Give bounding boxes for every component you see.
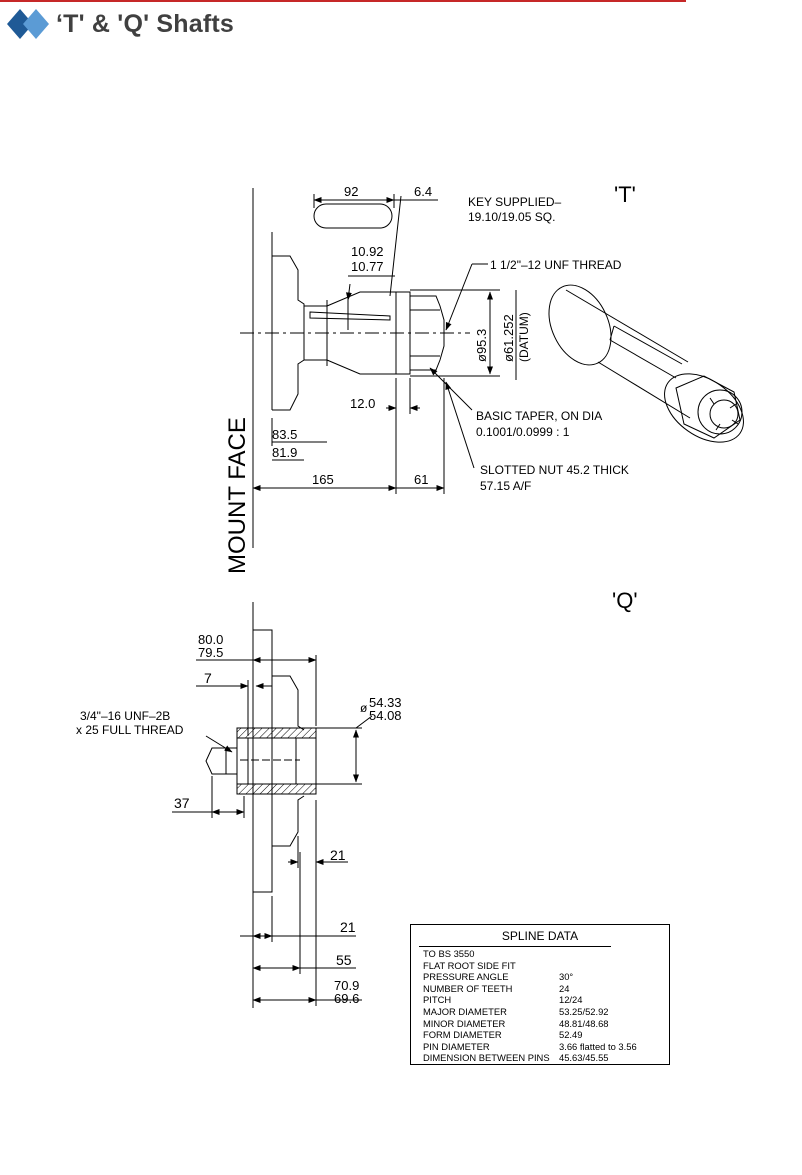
q-view-label: 'Q' bbox=[612, 588, 638, 613]
page-title: ‘T' & 'Q' Shafts bbox=[56, 9, 234, 38]
spline-row-key: MAJOR DIAMETER bbox=[423, 1005, 507, 1017]
taper-note-2: 0.1001/0.0999 : 1 bbox=[476, 425, 570, 439]
spline-row-key: PRESSURE ANGLE bbox=[423, 971, 509, 983]
spline-row: FLAT ROOT SIDE FIT bbox=[423, 960, 665, 972]
dim-10-77: 10.77 bbox=[351, 259, 384, 274]
dim-37: 37 bbox=[174, 795, 190, 811]
mount-face-label: MOUNT FACE bbox=[224, 417, 251, 574]
spline-row-value: 52.49 bbox=[559, 1029, 583, 1041]
spline-row-key: TO BS 3550 bbox=[423, 948, 475, 959]
t-view bbox=[240, 188, 744, 548]
dim-80-0: 80.0 bbox=[198, 632, 223, 647]
key-note-1: KEY SUPPLIED– bbox=[468, 195, 561, 209]
t-shaft-isometric bbox=[548, 284, 744, 443]
spline-row-key: PITCH bbox=[423, 994, 452, 1006]
spline-row-value: 12/24 bbox=[559, 994, 583, 1006]
dim-69-6: 69.6 bbox=[334, 991, 359, 1006]
dim-70-9: 70.9 bbox=[334, 978, 359, 993]
thread-note: 1 1/2"–12 UNF THREAD bbox=[490, 258, 622, 272]
spline-row: DIMENSION BETWEEN PINS 45.63/45.55 bbox=[423, 1052, 665, 1064]
dim-165: 165 bbox=[312, 472, 334, 487]
spline-row-value: 45.63/45.55 bbox=[559, 1052, 609, 1064]
spline-row: MINOR DIAMETER 48.81/48.68 bbox=[423, 1018, 665, 1030]
spline-row: MAJOR DIAMETER 53.25/52.92 bbox=[423, 1006, 665, 1018]
key-note-2: 19.10/19.05 SQ. bbox=[468, 210, 555, 224]
dim-61: 61 bbox=[414, 472, 428, 487]
dim-79-5: 79.5 bbox=[198, 645, 223, 660]
q-view bbox=[172, 602, 373, 1008]
header-accent-line bbox=[0, 0, 686, 2]
page-header: ‘T' & 'Q' Shafts bbox=[6, 6, 234, 42]
spline-row-value: 3.66 flatted to 3.56 bbox=[559, 1040, 637, 1052]
thread-note-2: x 25 FULL THREAD bbox=[76, 723, 184, 737]
thread-note-1: 3/4"–16 UNF–2B bbox=[80, 709, 170, 723]
taper-note-1: BASIC TAPER, ON DIA bbox=[476, 409, 602, 423]
spline-row: PIN DIAMETER 3.66 flatted to 3.56 bbox=[423, 1041, 665, 1053]
spline-title-divider bbox=[419, 946, 611, 947]
t-view-text: 'T' MOUNT FACE 92 6.4 KEY SUPPLIED– 19.1… bbox=[224, 182, 636, 574]
dim-92: 92 bbox=[344, 184, 358, 199]
nut-note-1: SLOTTED NUT 45.2 THICK bbox=[480, 463, 629, 477]
logo-diamonds-icon bbox=[6, 6, 50, 42]
spline-row: PITCH 12/24 bbox=[423, 994, 665, 1006]
dim-95-3: ø95.3 bbox=[474, 329, 489, 362]
spline-row: TO BS 3550 bbox=[423, 948, 665, 960]
spline-row: PRESSURE ANGLE 30° bbox=[423, 971, 665, 983]
spline-row: FORM DIAMETER 52.49 bbox=[423, 1029, 665, 1041]
spline-row-key: MINOR DIAMETER bbox=[423, 1017, 506, 1029]
spline-row-key: DIMENSION BETWEEN PINS bbox=[423, 1052, 550, 1064]
dim-12-0: 12.0 bbox=[350, 396, 375, 411]
dim-54-33: 54.33 bbox=[369, 695, 402, 710]
nut-note-2: 57.15 A/F bbox=[480, 479, 531, 493]
dim-21-mid: 21 bbox=[330, 847, 346, 863]
dim-54-08: 54.08 bbox=[369, 708, 402, 723]
datum-label: (DATUM) bbox=[517, 312, 531, 362]
dim-7: 7 bbox=[204, 670, 212, 686]
spline-row-value: 53.25/52.92 bbox=[559, 1005, 609, 1017]
spline-row-value: 30° bbox=[559, 971, 574, 983]
dia-symbol: ø bbox=[360, 701, 368, 715]
dim-55: 55 bbox=[336, 952, 352, 968]
spline-row-value bbox=[559, 960, 665, 972]
spline-row-value bbox=[559, 948, 665, 960]
spline-row-key: NUMBER OF TEETH bbox=[423, 982, 513, 994]
spline-row: NUMBER OF TEETH 24 bbox=[423, 983, 665, 995]
dim-10-92: 10.92 bbox=[351, 244, 384, 259]
q-view-text: 'Q' 80.0 79.5 7 ø 54.33 54.08 3/4"–16 UN… bbox=[76, 588, 638, 1006]
spline-row-key: FLAT ROOT SIDE FIT bbox=[423, 959, 516, 971]
dim-21-lower: 21 bbox=[340, 919, 356, 935]
spline-data-title: SPLINE DATA bbox=[501, 929, 579, 943]
spline-row-key: FORM DIAMETER bbox=[423, 1029, 502, 1041]
dim-61-252: ø61.252 bbox=[501, 314, 516, 362]
spline-row-value: 24 bbox=[559, 982, 570, 994]
dim-6-4: 6.4 bbox=[414, 184, 432, 199]
dim-83-5: 83.5 bbox=[272, 427, 297, 442]
spline-row-key: PIN DIAMETER bbox=[423, 1040, 490, 1052]
dim-81-9: 81.9 bbox=[272, 445, 297, 460]
t-view-label: 'T' bbox=[614, 182, 636, 207]
spline-row-value: 48.81/48.68 bbox=[559, 1017, 609, 1029]
